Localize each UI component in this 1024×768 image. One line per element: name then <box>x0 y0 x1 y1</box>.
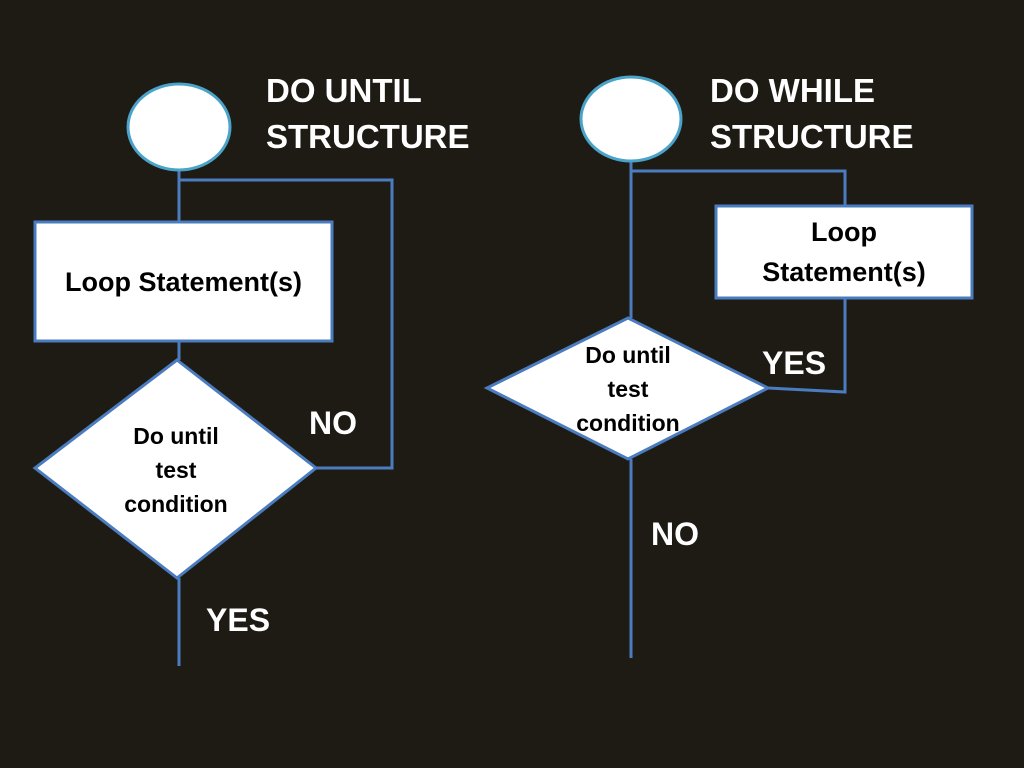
do-until-start-circle <box>126 82 232 172</box>
do-while-statement-line1: Loop <box>811 217 877 247</box>
do-while-condition-diamond <box>483 316 772 461</box>
do-until-condition-line2: test <box>155 457 197 483</box>
do-until-title: DO UNTIL STRUCTURE <box>266 68 470 160</box>
do-until-statement-label: Loop Statement(s) <box>64 266 302 297</box>
do-until-title-line2: STRUCTURE <box>266 118 470 155</box>
do-while-condition-text: Do until test condition <box>548 338 708 440</box>
do-while-condition-line2: test <box>607 376 649 402</box>
do-until-condition-diamond <box>32 358 319 580</box>
do-until-yes-label: YES <box>206 602 271 638</box>
do-while-condition-line1: Do until <box>585 342 671 368</box>
do-while-to-statement-connector <box>631 169 847 206</box>
do-while-flowchart <box>483 75 974 658</box>
do-until-condition-line1: Do until <box>133 423 219 449</box>
do-until-title-line1: DO UNTIL <box>266 72 422 109</box>
do-until-no-label: NO <box>309 405 357 441</box>
do-while-yes-label: YES <box>762 345 827 381</box>
do-until-statement-box <box>33 220 334 343</box>
do-while-statement-box <box>714 204 974 300</box>
do-until-condition-text: Do until test condition <box>95 418 257 522</box>
do-while-title-line1: DO WHILE <box>710 72 875 109</box>
do-while-start-circle <box>579 75 683 163</box>
do-while-statement-line2: Statement(s) <box>762 257 926 287</box>
do-while-no-label: NO <box>651 516 699 552</box>
do-while-title-line2: STRUCTURE <box>710 118 914 155</box>
do-while-statement-text: Loop Statement(s) <box>716 206 972 298</box>
do-until-condition-line3: condition <box>124 491 228 517</box>
do-while-loop-back-connector <box>767 298 847 394</box>
do-until-flowchart <box>32 82 394 666</box>
do-until-loop-back-connector <box>179 178 394 470</box>
do-until-statement-text: Loop Statement(s) <box>35 222 332 341</box>
do-while-condition-line3: condition <box>576 410 680 436</box>
do-while-title: DO WHILE STRUCTURE <box>710 68 914 160</box>
